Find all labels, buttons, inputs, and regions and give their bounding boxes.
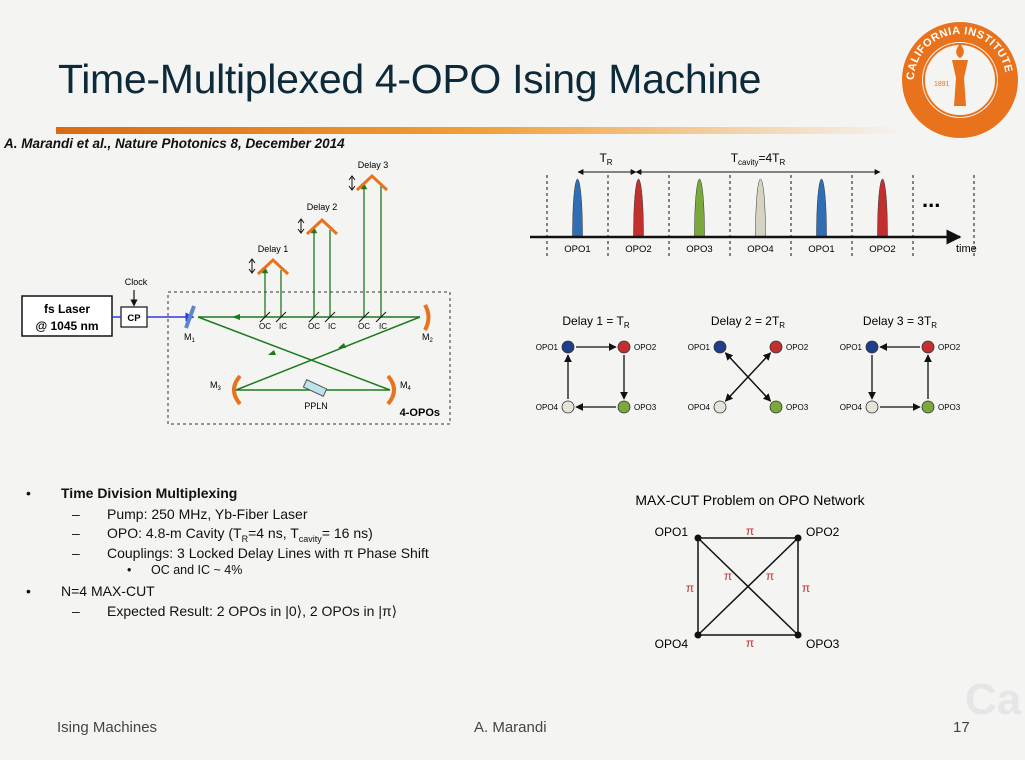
- m1-label: M1: [184, 332, 196, 344]
- svg-text:OPO2: OPO2: [634, 343, 657, 352]
- bullet-ocic: OC and IC ~ 4%: [151, 563, 243, 577]
- bullet-expected: Expected Result: 2 OPOs in |0⟩, 2 OPOs i…: [107, 603, 398, 619]
- graph-node-n3: [769, 400, 783, 414]
- footer-author: A. Marandi: [474, 719, 547, 736]
- svg-text:OPO3: OPO3: [786, 403, 809, 412]
- svg-text:OPO1: OPO1: [840, 343, 863, 352]
- svg-text:OPO2: OPO2: [786, 343, 809, 352]
- maxcut-opo4: OPO4: [655, 637, 689, 651]
- svg-text:OPO3: OPO3: [634, 403, 657, 412]
- graph-node-n2: [769, 340, 783, 354]
- svg-text:IC: IC: [328, 322, 336, 331]
- slot-label: OPO1: [808, 244, 834, 255]
- svg-text:π: π: [724, 569, 732, 583]
- graph-node-n4: [713, 400, 727, 414]
- graph-node-n1: [561, 340, 575, 354]
- seal-year: 1891: [934, 81, 950, 88]
- bullet-couplings: Couplings: 3 Locked Delay Lines with π P…: [107, 545, 429, 561]
- graph-node-n3: [921, 400, 935, 414]
- graph-node-n4: [865, 400, 879, 414]
- graph-node-n1: [713, 340, 727, 354]
- svg-text:OPO4: OPO4: [688, 403, 711, 412]
- slot-label: OPO4: [747, 244, 773, 255]
- bullet-pump: Pump: 250 MHz, Yb-Fiber Laser: [107, 506, 308, 522]
- svg-text:IC: IC: [379, 322, 387, 331]
- svg-text:Delay 1 = TR: Delay 1 = TR: [562, 314, 629, 330]
- svg-text:π: π: [766, 569, 774, 583]
- ppln-label: PPLN: [304, 401, 328, 411]
- svg-text:OPO1: OPO1: [536, 343, 559, 352]
- svg-text:π: π: [686, 581, 694, 595]
- svg-text:OPO4: OPO4: [536, 403, 559, 412]
- caltech-seal-logo: CALIFORNIA INSTITUTE OF TECHNOLOGY 1891: [900, 20, 1018, 138]
- opos-label: 4-OPOs: [400, 407, 440, 419]
- laser-label: fs Laser: [44, 302, 90, 316]
- bullet-n4: N=4 MAX-CUT: [61, 583, 155, 599]
- slide-title: Time-Multiplexed 4-OPO Ising Machine: [58, 56, 762, 102]
- page-number: 17: [953, 719, 970, 736]
- pulse-6: [877, 178, 888, 238]
- delay1-label: Delay 1: [258, 244, 289, 254]
- svg-text:π: π: [746, 636, 754, 650]
- maxcut-title: MAX-CUT Problem on OPO Network: [635, 492, 865, 508]
- svg-text:OPO4: OPO4: [840, 403, 863, 412]
- m4-label: M4: [400, 380, 412, 392]
- time-axis-label: time: [956, 243, 977, 255]
- m3-label: M3: [210, 380, 222, 392]
- svg-text:π: π: [746, 524, 754, 538]
- svg-text:Delay 3 = 3TR: Delay 3 = 3TR: [863, 314, 937, 330]
- maxcut-opo3: OPO3: [806, 637, 840, 651]
- svg-text:OC: OC: [358, 322, 370, 331]
- pulse-5: [816, 178, 827, 238]
- watermark-logo: Ca: [965, 675, 1022, 724]
- m2-label: M2: [422, 332, 434, 344]
- laser-wavelength: @ 1045 nm: [35, 319, 98, 333]
- maxcut-opo1: OPO1: [655, 525, 689, 539]
- graph-node-n4: [561, 400, 575, 414]
- cp-label: CP: [127, 313, 141, 324]
- bullet-tdm: Time Division Multiplexing: [61, 485, 238, 501]
- svg-text:OPO2: OPO2: [938, 343, 961, 352]
- citation: A. Marandi et al., Nature Photonics 8, D…: [4, 136, 345, 151]
- pulse-1: [572, 178, 583, 238]
- svg-text:π: π: [802, 581, 810, 595]
- optical-setup-diagram: fs Laser @ 1045 nm CP Clock M1 M2 M3 M4 …: [21, 160, 451, 425]
- svg-text:OC: OC: [308, 322, 320, 331]
- svg-text:OC: OC: [259, 322, 271, 331]
- graph-node-n2: [921, 340, 935, 354]
- svg-text:Delay 2 = 2TR: Delay 2 = 2TR: [711, 314, 785, 330]
- tr-label: TR: [599, 151, 612, 167]
- bullet-opo: OPO: 4.8-m Cavity (TR=4 ns, Tcavity= 16 …: [107, 525, 373, 544]
- maxcut-graph: MAX-CUT Problem on OPO Network OPO1 OPO2…: [635, 492, 865, 651]
- svg-text:IC: IC: [279, 322, 287, 331]
- ellipsis: ...: [922, 187, 940, 212]
- pulse-2: [633, 178, 644, 238]
- pulse-3: [694, 178, 705, 238]
- graph-node-n2: [617, 340, 631, 354]
- tcavity-label: Tcavity=4TR: [731, 151, 786, 167]
- delay3-label: Delay 3: [358, 160, 389, 170]
- pulse-4: [755, 178, 766, 238]
- footer-left: Ising Machines: [57, 719, 158, 736]
- slot-label: OPO3: [686, 244, 712, 255]
- graph-node-n3: [617, 400, 631, 414]
- graph-node-n1: [865, 340, 879, 354]
- title-underline: [56, 127, 906, 134]
- svg-text:OPO3: OPO3: [938, 403, 961, 412]
- slot-label: OPO1: [564, 244, 590, 255]
- delay2-label: Delay 2: [307, 202, 338, 212]
- slot-label: OPO2: [625, 244, 651, 255]
- bullet-dot: •: [26, 485, 31, 501]
- slot-label: OPO2: [869, 244, 895, 255]
- svg-text:OPO1: OPO1: [688, 343, 711, 352]
- maxcut-opo2: OPO2: [806, 525, 840, 539]
- clock-label: Clock: [125, 277, 148, 287]
